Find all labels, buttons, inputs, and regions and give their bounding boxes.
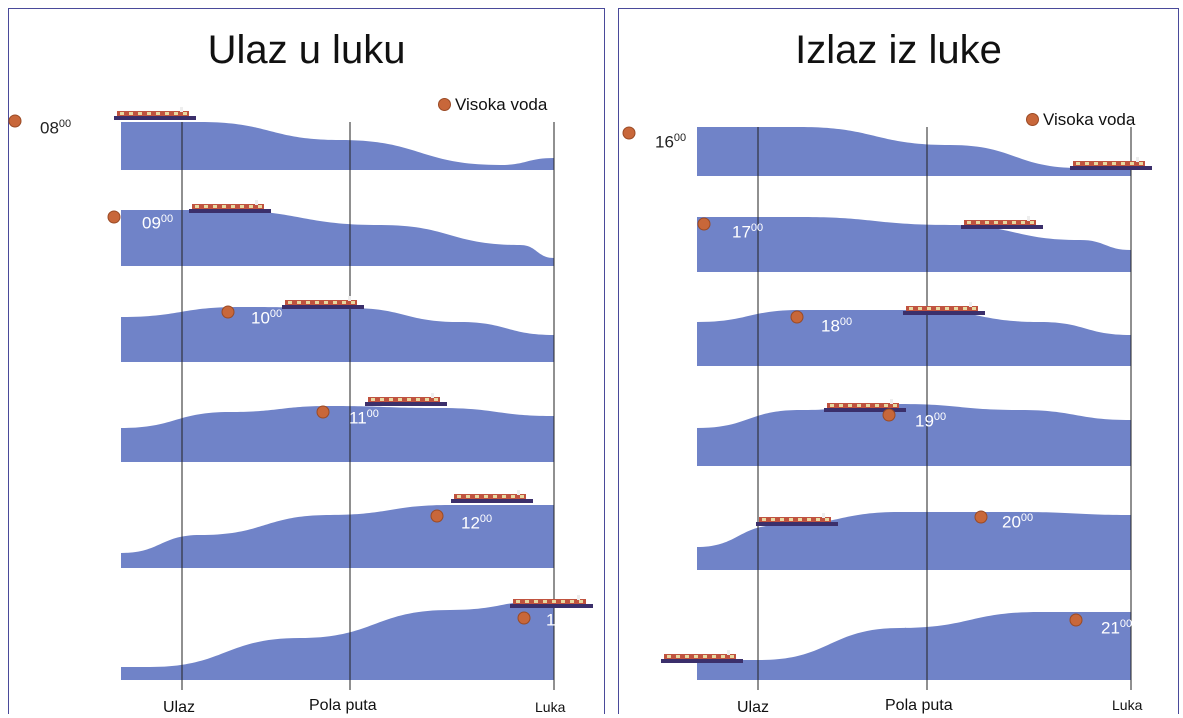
ship-1600: [1070, 157, 1152, 170]
waves-left: [121, 122, 554, 680]
axis-label-ulaz-left: Ulaz: [163, 699, 196, 716]
axis-label-luka-right: Luka: [1112, 697, 1143, 713]
high-water-marker-6: [622, 126, 636, 140]
time-label-1200: 1200: [461, 513, 493, 533]
time-label-1900: 1900: [915, 411, 947, 431]
axis-label-luka-left: Luka: [535, 699, 566, 715]
high-water-marker-7: [697, 217, 711, 231]
ship-2000: [756, 513, 838, 526]
high-water-marker-5: [517, 611, 531, 625]
time-label-1600: 1600: [655, 132, 687, 152]
time-label-2100: 2100: [1101, 618, 1133, 638]
water-profile-right-0: [697, 127, 1131, 176]
water-profile-right-2: [697, 310, 1131, 366]
ship-2100: [661, 650, 743, 663]
ship-1000: [282, 296, 364, 309]
water-profile-right-4: [697, 512, 1131, 570]
ship-1800: [903, 302, 985, 315]
water-profile-left-3: [121, 406, 554, 462]
water-profile-left-2: [121, 307, 554, 362]
water-profile-left-5: [121, 600, 554, 680]
time-label-1000: 1000: [251, 308, 283, 328]
waves-right: [697, 127, 1131, 680]
legend-right: Visoka voda: [1026, 110, 1135, 130]
water-profile-left-1: [121, 210, 554, 266]
water-profile-right-3: [697, 404, 1131, 466]
ship-1900: [824, 399, 906, 412]
ship-1100: [365, 393, 447, 406]
water-profile-right-1: [697, 217, 1131, 272]
water-profile-right-5: [697, 612, 1131, 680]
ship-0800: [114, 107, 196, 120]
high-water-legend-icon: [438, 98, 451, 111]
ship-1300: [510, 595, 593, 608]
high-water-marker-1: [107, 210, 121, 224]
high-water-marker-10: [974, 510, 988, 524]
high-water-marker-9: [882, 408, 896, 422]
time-label-0800: 0800: [40, 118, 72, 138]
high-water-markers: [8, 114, 1083, 627]
high-water-marker-0: [8, 114, 22, 128]
time-label-2000: 2000: [1002, 512, 1034, 532]
axis-label-pola-puta-right: Pola puta: [885, 697, 953, 714]
time-label-1800: 1800: [821, 316, 853, 336]
ship-0900: [189, 200, 271, 213]
high-water-marker-8: [790, 310, 804, 324]
legend-label: Visoka voda: [455, 95, 548, 114]
water-profile-left-4: [121, 505, 554, 568]
distance-lines: [181, 122, 1132, 690]
axis-label-ulaz-right: Ulaz: [737, 699, 770, 716]
high-water-marker-3: [316, 405, 330, 419]
legend-left: Visoka voda: [438, 95, 547, 115]
legend-label: Visoka voda: [1043, 110, 1136, 129]
high-water-marker-11: [1069, 613, 1083, 627]
time-label-1100: 1100: [349, 408, 379, 428]
ship-1200: [451, 490, 533, 503]
high-water-marker-2: [221, 305, 235, 319]
high-water-marker-4: [430, 509, 444, 523]
ships: [114, 107, 1152, 663]
time-label-0900: 0900: [142, 213, 174, 233]
ship-1700: [961, 216, 1043, 229]
panel-title-left: Ulaz u luku: [207, 28, 406, 72]
axis-label-pola-puta-left: Pola puta: [309, 697, 377, 714]
time-label-1300: 1300: [546, 610, 578, 630]
water-profile-left-0: [121, 122, 554, 170]
panel-title-right: Izlaz iz luke: [795, 28, 1002, 72]
time-label-1700: 1700: [732, 222, 764, 242]
high-water-legend-icon: [1026, 113, 1039, 126]
